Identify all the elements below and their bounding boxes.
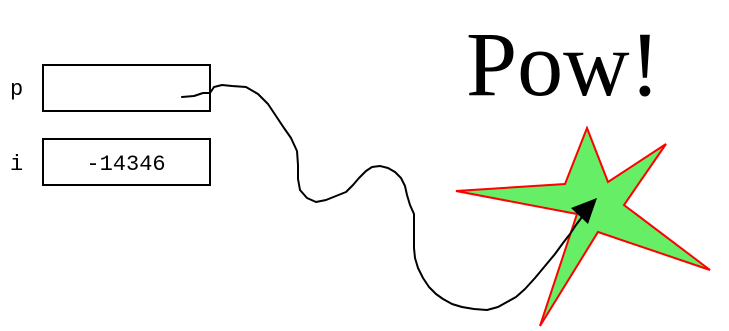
variable-p-box — [43, 65, 210, 111]
pow-text: Pow! — [466, 13, 660, 115]
variable-i-value: -14346 — [86, 152, 165, 177]
variable-i-label: i — [10, 152, 23, 177]
variable-p-label: p — [10, 77, 23, 102]
explosion-star — [456, 128, 710, 326]
